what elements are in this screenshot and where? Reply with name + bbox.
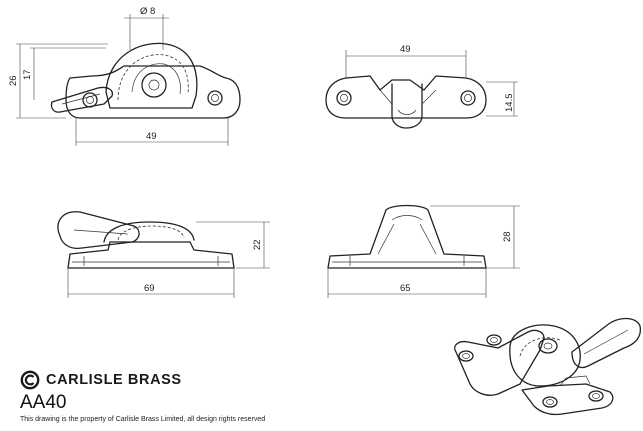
side-view-keep: 28 65 [327,204,520,298]
dim-height-keep: 14.5 [504,94,515,113]
plan-view-fastener: Ø 8 26 17 49 [8,6,241,146]
plan-view-keep: 49 14.5 [325,44,518,129]
dim-height-inner: 17 [22,69,33,80]
carlisle-brass-logo-icon [20,370,40,390]
dim-length-side-keep: 65 [400,283,411,294]
dim-height-side-keep: 28 [502,231,513,242]
dim-height-side-fastener: 22 [252,239,263,250]
dim-height-outer: 26 [8,75,19,86]
isometric-view [454,317,642,416]
dim-width-plan: 49 [146,131,157,142]
side-view-fastener: 22 69 [57,211,270,298]
rights-note: This drawing is the property of Carlisle… [20,416,266,423]
product-code: AA40 [20,392,67,413]
dim-diameter: Ø 8 [140,6,155,17]
brand-name: CARLISLE BRASS [46,372,182,388]
brand-block: CARLISLE BRASS [20,370,182,390]
dim-length-side-fastener: 69 [144,283,155,294]
dim-width-keep: 49 [400,44,411,55]
